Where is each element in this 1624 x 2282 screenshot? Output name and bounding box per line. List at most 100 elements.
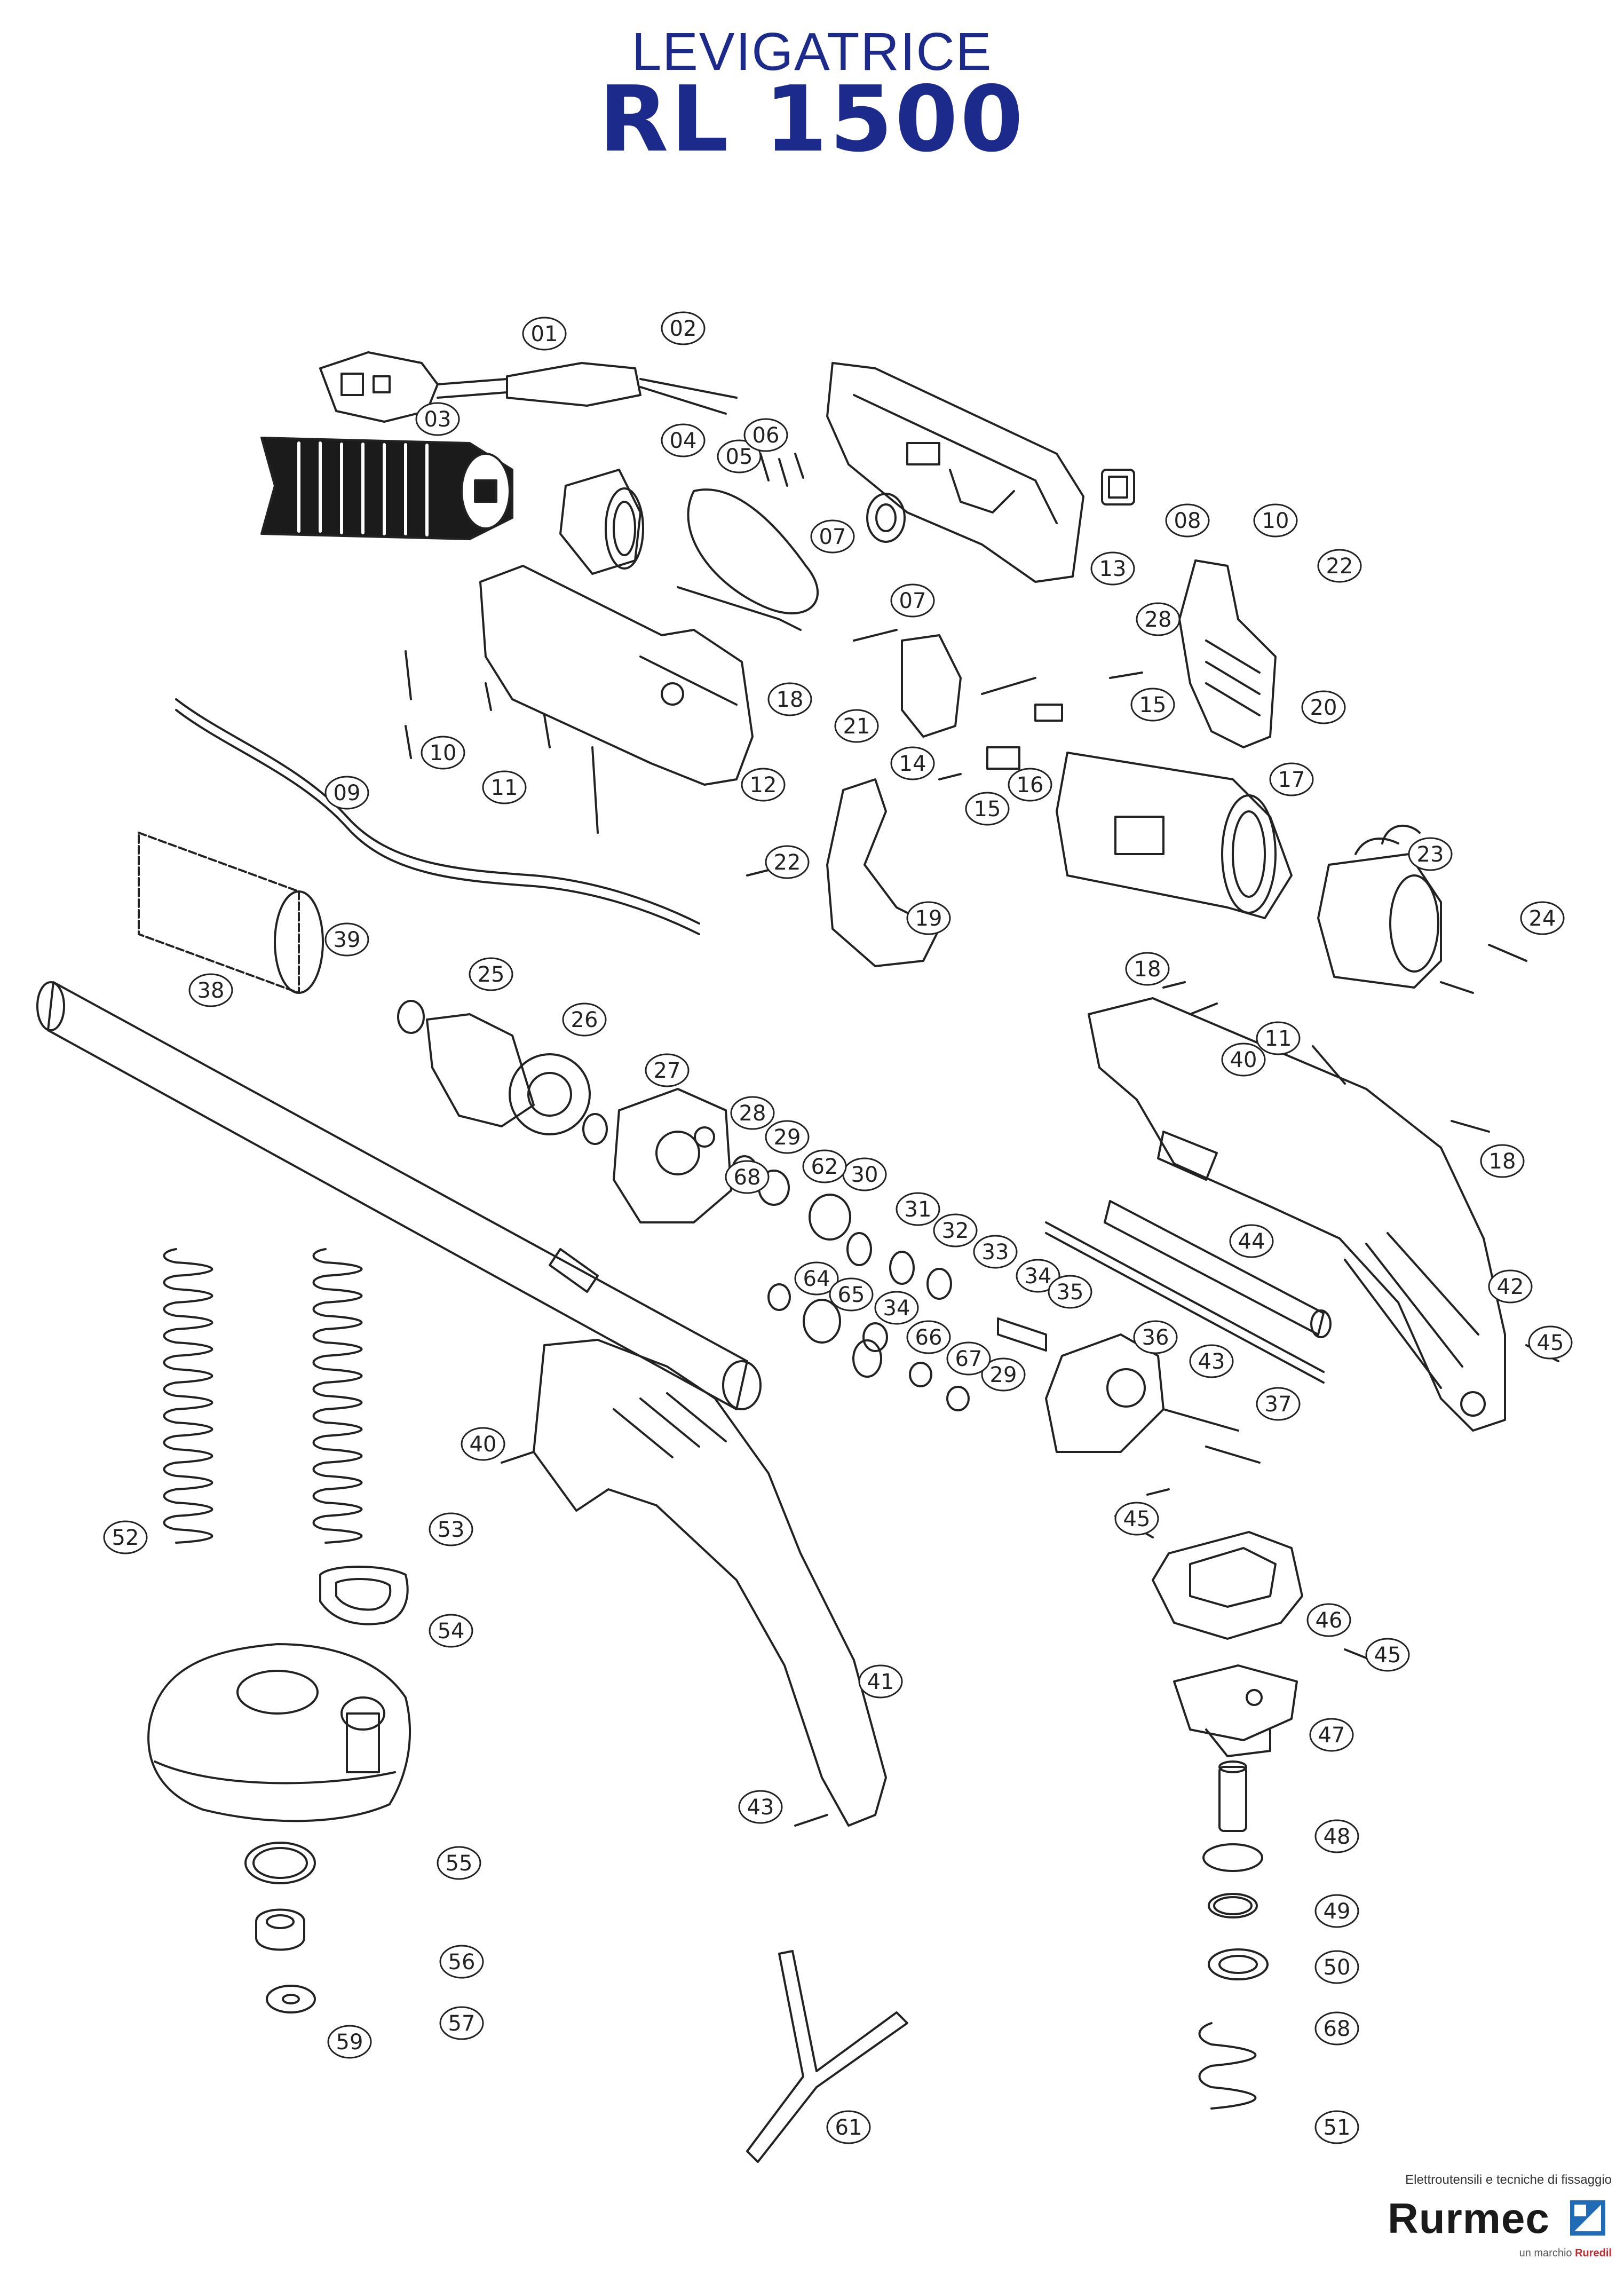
part-callout-50: 50 (1314, 1950, 1359, 1984)
part-callout-04: 04 (661, 423, 706, 457)
part-callout-05: 05 (717, 439, 762, 473)
part-number-label: 31 (905, 1197, 932, 1222)
part-number-label: 28 (739, 1101, 766, 1126)
part-number-label: 46 (1316, 1608, 1343, 1633)
part-number-label: 39 (334, 928, 361, 952)
part-number-label: 45 (1123, 1507, 1151, 1531)
part-callout-66: 66 (906, 1320, 951, 1354)
springs-shape (163, 1248, 363, 1544)
part-callout-45: 45 (1528, 1325, 1573, 1360)
armature-shape (397, 1000, 608, 1145)
part-callout-49: 49 (1314, 1894, 1359, 1928)
part-callout-11: 11 (1256, 1021, 1301, 1055)
part-callout-07: 07 (810, 519, 855, 554)
part-number-label: 09 (334, 781, 361, 806)
part-callout-10: 10 (1253, 503, 1298, 538)
part-number-label: 27 (654, 1059, 681, 1083)
handle-housing-shape (826, 362, 1084, 583)
part-callout-25: 25 (469, 957, 513, 991)
diagram-title: RL 1500 (598, 67, 1026, 172)
part-number-label: 14 (899, 752, 926, 776)
part-number-label: 11 (491, 776, 518, 800)
part-number-label: 19 (915, 906, 942, 931)
part-number-label: 11 (1265, 1026, 1292, 1051)
cable-shape (175, 698, 700, 935)
part-number-label: 68 (734, 1165, 761, 1190)
motor-housing-shape (1056, 752, 1293, 919)
plug-shape (319, 351, 508, 423)
part-callout-08: 08 (1165, 503, 1210, 538)
part-callout-29: 29 (765, 1120, 810, 1154)
part-callout-40: 40 (461, 1427, 505, 1461)
part-callout-20: 20 (1301, 690, 1346, 724)
part-callout-68: 68 (1314, 2011, 1359, 2046)
part-callout-40: 40 (1221, 1043, 1266, 1077)
part-number-label: 53 (438, 1518, 465, 1542)
part-number-label: 50 (1324, 1955, 1351, 1980)
part-number-label: 33 (982, 1240, 1009, 1265)
part-number-label: 68 (1324, 2017, 1351, 2041)
part-number-label: 55 (446, 1851, 473, 1876)
part-callout-56: 56 (439, 1945, 484, 1979)
part-number-label: 47 (1318, 1723, 1345, 1748)
part-number-label: 20 (1310, 696, 1337, 720)
brand-sub: un marchio Ruredil (1377, 2247, 1612, 2260)
part-number-label: 37 (1265, 1392, 1292, 1417)
part-number-label: 34 (883, 1296, 910, 1321)
part-callout-18: 18 (1125, 952, 1170, 986)
part-callout-27: 27 (645, 1053, 690, 1087)
part-callout-52: 52 (103, 1520, 148, 1554)
part-number-label: 48 (1324, 1825, 1351, 1849)
part-callout-18: 18 (767, 682, 812, 716)
part-callout-45: 45 (1365, 1638, 1410, 1672)
part-number-label: 10 (430, 741, 457, 765)
part-callout-07: 07 (890, 583, 935, 618)
part-callout-67: 67 (946, 1341, 991, 1376)
part-callout-22: 22 (765, 845, 810, 879)
part-number-label: 10 (1262, 509, 1289, 533)
part-callout-11: 11 (482, 770, 527, 804)
gear-cover-shape (1045, 1333, 1261, 1464)
part-callout-62: 62 (802, 1149, 847, 1183)
part-number-label: 67 (955, 1347, 983, 1371)
part-number-label: 66 (915, 1325, 942, 1350)
side-housing-shape (479, 565, 754, 786)
part-number-label: 59 (336, 2030, 363, 2055)
part-callout-34: 34 (1016, 1259, 1060, 1293)
part-callout-18: 18 (1480, 1144, 1525, 1178)
gear-housing-shape (613, 1088, 732, 1223)
part-callout-29: 29 (981, 1357, 1026, 1392)
part-number-label: 62 (811, 1155, 838, 1179)
small-pins-shape (853, 629, 1143, 780)
part-callout-38: 38 (188, 973, 233, 1007)
part-number-label: 29 (774, 1125, 801, 1150)
part-callout-10: 10 (421, 736, 465, 770)
brand-sub-brand: Ruredil (1575, 2247, 1612, 2259)
part-number-label: 51 (1324, 2115, 1351, 2140)
part-callout-53: 53 (429, 1512, 473, 1546)
part-number-label: 16 (1017, 773, 1044, 797)
rods-shape (1045, 1200, 1332, 1384)
part-callout-55: 55 (437, 1846, 481, 1880)
part-callout-09: 09 (324, 776, 369, 810)
sleeve-shape (559, 469, 644, 575)
brand-name: Rurmec (1388, 2194, 1550, 2242)
part-number-label: 29 (990, 1363, 1017, 1387)
part-callout-06: 06 (743, 418, 788, 452)
part-number-label: 01 (531, 322, 558, 346)
part-number-label: 08 (1174, 509, 1201, 533)
part-callout-34: 34 (874, 1291, 919, 1325)
part-callout-23: 23 (1408, 837, 1453, 871)
base-plate-shape (147, 1643, 411, 1822)
diagram-subtitle: LEVIGATRICE (631, 22, 993, 82)
part-number-label: 22 (1326, 554, 1353, 579)
part-callout-28: 28 (1136, 602, 1181, 636)
part-number-label: 34 (1025, 1264, 1052, 1289)
part-callout-61: 61 (826, 2110, 871, 2144)
part-callout-47: 47 (1309, 1718, 1354, 1752)
part-callout-02: 02 (661, 311, 706, 345)
part-callout-21: 21 (834, 709, 879, 743)
part-callout-48: 48 (1314, 1819, 1359, 1853)
housing-screws-shape (405, 650, 599, 834)
part-number-label: 44 (1238, 1229, 1265, 1254)
